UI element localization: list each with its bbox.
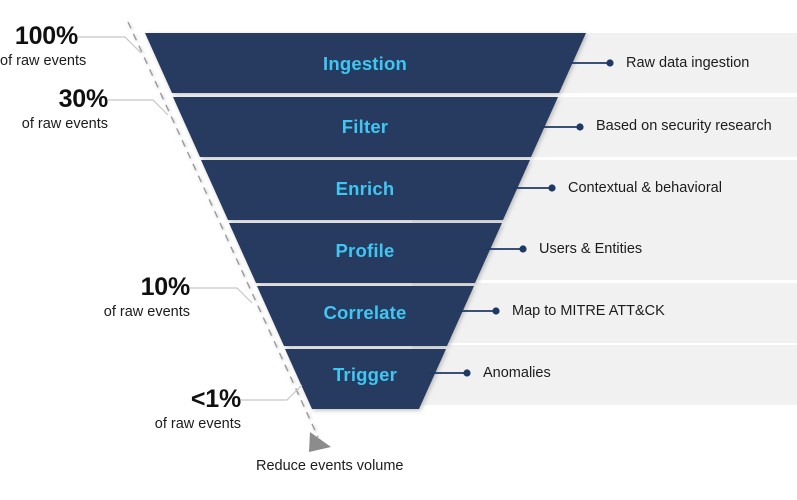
connectors bbox=[429, 59, 614, 377]
stage-label-profile: Profile bbox=[335, 240, 395, 261]
leader-line-lt1 bbox=[241, 384, 303, 401]
dashed-guide-line bbox=[127, 21, 319, 438]
funnel-slice-profile[interactable] bbox=[229, 223, 502, 283]
funnel-slice-ingestion[interactable] bbox=[145, 33, 586, 93]
leader-line-100 bbox=[78, 36, 142, 54]
percent-callout-10: 10% of raw events bbox=[80, 275, 190, 321]
percent-callout-100: 100% of raw events bbox=[0, 22, 87, 70]
funnel-slice-filter[interactable] bbox=[173, 97, 558, 157]
description-bands bbox=[412, 33, 797, 405]
description-filter: Based on security research bbox=[596, 118, 772, 134]
stage-label-correlate: Correlate bbox=[323, 302, 407, 323]
description-ingestion: Raw data ingestion bbox=[626, 55, 750, 71]
funnel-slice-enrich[interactable] bbox=[201, 160, 530, 220]
leader-line-30 bbox=[108, 99, 169, 116]
stage-label-filter: Filter bbox=[341, 116, 389, 137]
description-correlate: Map to MITRE ATT&CK bbox=[512, 303, 665, 319]
percent-sublabel: of raw events bbox=[103, 304, 190, 320]
stage-label-enrich: Enrich bbox=[335, 178, 395, 199]
funnel-slice-trigger[interactable] bbox=[285, 349, 446, 409]
connector-dot-3 bbox=[548, 184, 556, 192]
percent-value: 100% bbox=[14, 22, 78, 50]
percent-sublabel: of raw events bbox=[21, 116, 108, 132]
description-profile: Users & Entities bbox=[539, 241, 643, 257]
connector-dot-5 bbox=[492, 307, 500, 315]
description-enrich: Contextual & behavioral bbox=[568, 180, 722, 196]
percent-callout-lt1: <1% of raw events bbox=[131, 387, 241, 433]
reduce-arrow-icon bbox=[309, 432, 331, 452]
description-trigger: Anomalies bbox=[483, 365, 551, 381]
percent-sublabel: of raw events bbox=[154, 416, 241, 432]
connector-dot-2 bbox=[576, 123, 584, 131]
funnel-slices bbox=[145, 33, 586, 409]
percent-value: 30% bbox=[58, 85, 109, 113]
band-row-5 bbox=[412, 283, 797, 343]
percent-value: <1% bbox=[190, 385, 241, 413]
connector-dot-6 bbox=[463, 369, 471, 377]
band-row-6 bbox=[412, 345, 797, 405]
dashed-path bbox=[127, 21, 319, 438]
leader-line-10 bbox=[190, 287, 253, 304]
percent-callout-30: 30% of raw events bbox=[0, 87, 108, 133]
stage-label-ingestion: Ingestion bbox=[322, 53, 408, 74]
connector-dot-4 bbox=[519, 245, 527, 253]
connector-dot-1 bbox=[606, 59, 614, 67]
percent-leader-lines bbox=[78, 36, 303, 401]
funnel-slice-correlate[interactable] bbox=[257, 286, 474, 346]
percent-sublabel: of raw events bbox=[0, 53, 87, 69]
reduce-volume-caption: Reduce events volume bbox=[256, 458, 404, 474]
stage-label-trigger: Trigger bbox=[332, 364, 398, 385]
percent-value: 10% bbox=[140, 273, 191, 301]
